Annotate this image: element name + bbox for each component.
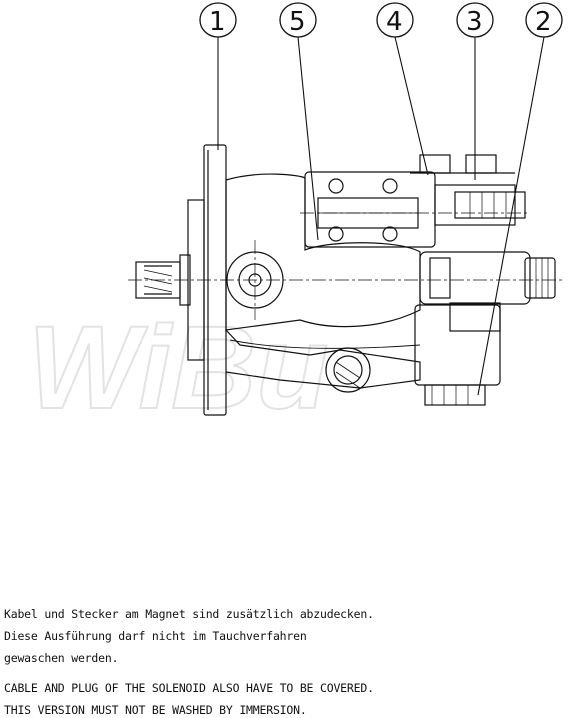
leader-lines [217,36,545,396]
note-de-line-3: gewaschen werden. [4,651,119,665]
callout-1: 1 [199,2,237,38]
note-en-line-2: THIS VERSION MUST NOT BE WASHED BY IMMER… [4,703,307,717]
callout-2: 2 [525,2,563,38]
callout-1-number: 1 [209,7,226,37]
pump-technical-drawing: WiBu 1 5 4 3 2 [27,2,565,435]
note-de-line-1: Kabel und Stecker am Magnet sind zusätzl… [4,607,374,621]
callout-4-number: 4 [386,7,403,37]
callout-3: 3 [456,2,494,38]
centerlines [128,212,565,320]
callout-5-number: 5 [289,7,306,37]
note-de-line-2: Diese Ausführung darf nicht im Tauchverf… [4,629,307,643]
callout-2-number: 2 [535,7,552,37]
callout-4: 4 [376,2,414,38]
callout-5: 5 [279,2,317,38]
note-en-line-1: CABLE AND PLUG OF THE SOLENOID ALSO HAVE… [4,681,374,695]
callout-3-number: 3 [466,7,483,37]
